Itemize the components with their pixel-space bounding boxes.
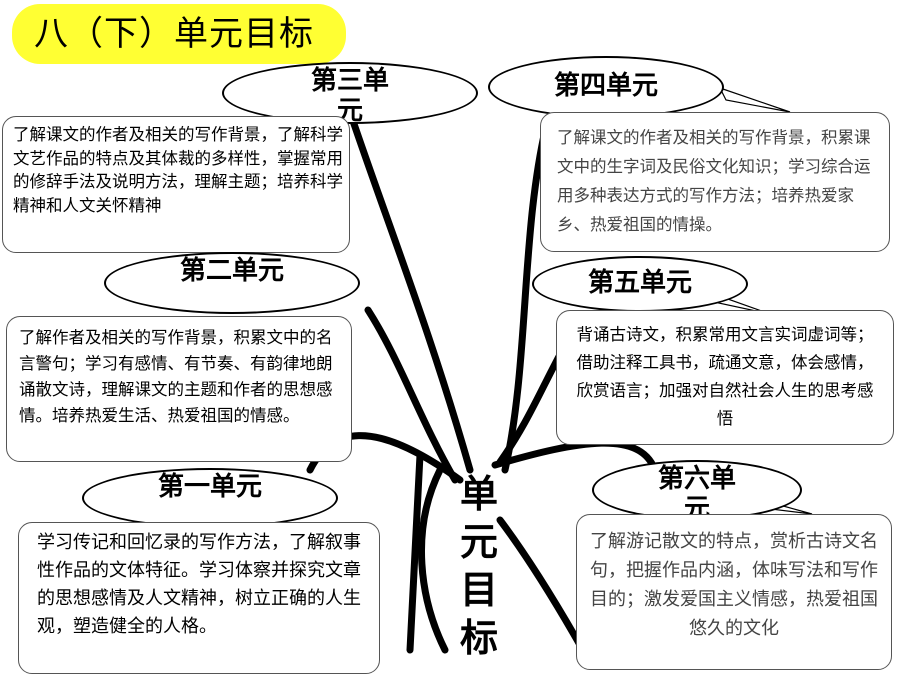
unit2-ellipse: 第二单元 — [104, 252, 360, 314]
page-title: 八（下）单元目标 — [12, 4, 346, 64]
branch-center-left — [406, 451, 424, 654]
unit6-ellipse: 第六单元 — [592, 460, 802, 524]
unit5-goal-note: 背诵古诗文，积累常用文言实词虚词等；借助注释工具书，疏通文意，体会感情，欣赏语言… — [556, 310, 894, 445]
unit1-goal-note: 学习传记和回忆录的写作方法，了解叙事性作品的文体特征。学习体察并探究文章的思想感… — [18, 522, 380, 674]
unit6-name: 第六单元 — [657, 464, 736, 524]
unit2-name: 第二单元 — [179, 256, 284, 286]
unit4-name: 第四单元 — [553, 71, 658, 101]
unit3-goal-note: 了解课文的作者及相关的写作背景，了解科学文艺作品的特点及其体裁的多样性，掌握常用… — [2, 116, 350, 253]
branch-unit3 — [348, 114, 474, 474]
branch-unit6-lower — [496, 516, 584, 649]
unit3-name: 第三单元 — [310, 66, 389, 126]
unit3-ellipse: 第三单元 — [222, 62, 478, 126]
unit2-goal-note: 了解作者及相关的写作背景，积累文中的名言警句；学习有感情、有节奏、有韵律地朗诵散… — [6, 316, 352, 462]
unit5-ellipse: 第五单元 — [532, 256, 748, 312]
unit1-ellipse: 第一单元 — [82, 468, 338, 528]
center-label: 单元目标 — [459, 472, 498, 660]
unit1-name: 第一单元 — [157, 472, 262, 502]
unit4-goal-note: 了解课文的作者及相关的写作背景，积累课文中的生字词及民俗文化知识；学习综合运用多… — [540, 112, 890, 252]
branch-unit4 — [501, 114, 552, 474]
branch-unit1-lower — [418, 466, 449, 654]
branch-unit2 — [364, 306, 459, 484]
unit5-name: 第五单元 — [587, 268, 692, 298]
unit6-goal-note: 了解游记散文的特点，赏析古诗文名句，把握作品内涵，体味写法和写作目的；激发爱国主… — [576, 514, 892, 670]
tail-unit4 — [718, 86, 791, 113]
unit4-ellipse: 第四单元 — [488, 56, 724, 118]
